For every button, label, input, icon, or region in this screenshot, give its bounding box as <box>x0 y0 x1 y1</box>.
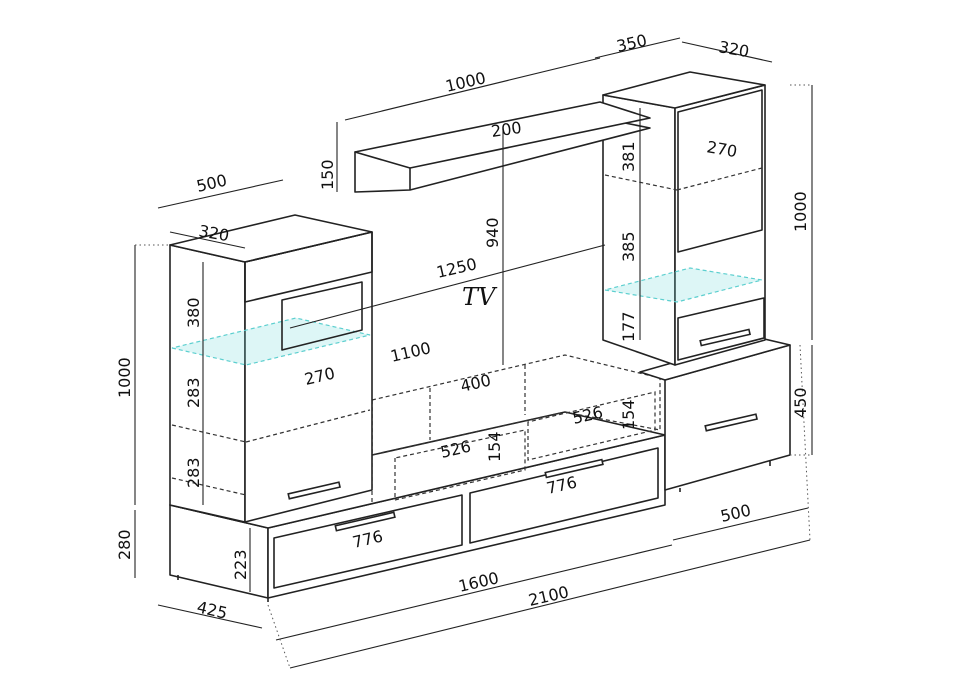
dim-shelf-width: 1000 <box>444 68 488 96</box>
dimension-labels: TV 1000 350 320 150 200 940 500 320 270 … <box>115 31 810 623</box>
dim-small-height-a: 154 <box>619 399 638 430</box>
dim-right-drawer: 177 <box>619 311 638 342</box>
dim-open-compartment: 400 <box>459 371 493 396</box>
dim-shelf-height: 150 <box>318 159 337 190</box>
dim-shelf-depth: 200 <box>490 118 523 141</box>
dim-left-cab-width: 500 <box>195 171 229 196</box>
right-cabinet-handle <box>699 328 751 347</box>
lower-cabinet-handle <box>704 413 758 432</box>
dim-left-shelf-2: 283 <box>184 377 203 408</box>
left-cabinet-handle <box>287 481 341 500</box>
dim-base-height: 280 <box>115 529 134 560</box>
dim-right-cab-depth: 320 <box>717 37 750 61</box>
dim-right-total-height: 1000 <box>791 191 810 232</box>
dim-total-length: 2100 <box>527 582 571 610</box>
dimension-lines <box>134 37 813 669</box>
dim-lower-cab-height: 450 <box>791 387 810 418</box>
dim-tv-bench-width: 1100 <box>389 338 433 366</box>
dim-base-depth: 425 <box>195 597 229 622</box>
dim-drawer-height: 223 <box>231 549 250 580</box>
dim-tv-height: 940 <box>483 217 502 248</box>
dim-right-shelf-1: 381 <box>619 141 638 172</box>
dim-small-height-b: 154 <box>485 431 504 462</box>
left-drawer-handle <box>334 511 396 532</box>
left-cabinet <box>169 214 373 523</box>
dim-left-total-height: 1000 <box>115 357 134 398</box>
dim-base-length: 1600 <box>457 568 501 596</box>
dim-top-depth: 350 <box>615 31 649 56</box>
dim-tv-width: 1250 <box>435 254 479 282</box>
dim-left-shelf-3: 283 <box>184 457 203 488</box>
right-drawer-handle <box>544 458 604 479</box>
right-cabinet <box>602 71 766 366</box>
dim-right-shelf-2: 385 <box>619 231 638 262</box>
tv-label: TV <box>462 283 498 311</box>
dim-left-shelf-1: 380 <box>184 297 203 328</box>
